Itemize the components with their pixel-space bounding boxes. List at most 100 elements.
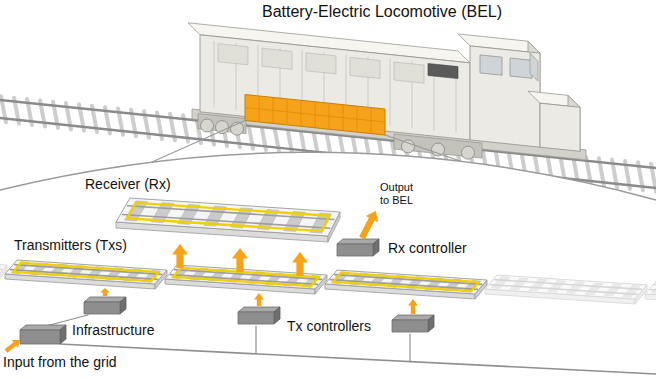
coil-loop xyxy=(333,273,479,291)
rail xyxy=(490,285,637,295)
feeder-line xyxy=(409,334,410,362)
front-window xyxy=(530,53,538,81)
tie xyxy=(491,277,509,289)
grid-cable xyxy=(60,344,656,374)
louver xyxy=(262,48,292,69)
box-front xyxy=(20,330,60,344)
receiver-panel xyxy=(245,95,385,136)
box-side xyxy=(60,325,66,344)
box-top xyxy=(392,315,434,320)
pad-top xyxy=(485,275,647,299)
transmitter-pad xyxy=(645,280,656,309)
tie xyxy=(604,284,622,296)
louver xyxy=(218,44,248,65)
lens-edge xyxy=(0,152,656,200)
tx-controller xyxy=(392,315,434,332)
power-arrow xyxy=(100,288,110,296)
box-side xyxy=(120,297,126,314)
tie xyxy=(0,266,1,278)
power-arrow xyxy=(232,248,248,272)
wheel xyxy=(462,146,475,159)
cab-window xyxy=(480,55,502,75)
power-arrow xyxy=(292,252,308,276)
power-arrow xyxy=(172,244,188,268)
box-side xyxy=(428,315,434,332)
tie xyxy=(651,282,656,294)
cab xyxy=(470,46,540,147)
pad-top xyxy=(116,198,340,236)
door-line xyxy=(214,41,215,107)
box-side xyxy=(373,239,379,256)
rx-controller xyxy=(337,239,379,256)
callout-label: Tx controllers xyxy=(287,318,371,334)
callout-label: Battery-Electric Locomotive (BEL) xyxy=(262,3,502,21)
rail xyxy=(0,260,2,270)
tx-controller xyxy=(84,297,126,314)
box-side xyxy=(274,307,280,324)
lens-ground xyxy=(0,152,656,379)
transmitter-pad xyxy=(325,270,487,299)
coil-loop xyxy=(13,263,159,281)
pad-top xyxy=(325,270,487,294)
rail xyxy=(495,280,642,290)
power-arrow xyxy=(359,211,378,239)
receiver xyxy=(116,198,379,276)
vent xyxy=(428,64,458,79)
callout-label: Output to BEL xyxy=(380,181,422,206)
tie xyxy=(623,286,641,298)
box-front xyxy=(84,302,120,314)
box-top xyxy=(238,307,280,312)
zoom-line xyxy=(385,135,460,161)
zoom-line xyxy=(152,120,245,162)
louver xyxy=(306,53,336,74)
power-arrow xyxy=(408,299,418,314)
wheel xyxy=(432,143,445,156)
box-top xyxy=(20,325,66,330)
coil-loop xyxy=(127,203,329,231)
tx-controller xyxy=(238,307,280,324)
box-front xyxy=(238,312,274,324)
rail xyxy=(123,214,330,228)
pad-top xyxy=(5,260,167,284)
tie xyxy=(510,278,528,290)
tie xyxy=(566,282,584,294)
zoom-lens xyxy=(0,120,656,379)
box-front xyxy=(337,244,373,256)
cab-window xyxy=(510,58,532,78)
power-arrow xyxy=(5,340,20,353)
callout-label: Input from the grid xyxy=(3,354,117,370)
louver xyxy=(350,57,380,78)
door-line xyxy=(390,60,391,126)
transmitter-row xyxy=(0,255,656,309)
callout-label: Rx controller xyxy=(388,240,467,256)
feeder-line xyxy=(255,326,256,354)
pad-top xyxy=(645,280,656,304)
panel-line xyxy=(246,108,384,122)
transmitter-pad xyxy=(485,275,647,304)
panel xyxy=(245,95,385,136)
box-top xyxy=(84,297,126,302)
tie xyxy=(585,283,603,295)
tie xyxy=(529,279,547,291)
transmitter-pad xyxy=(5,260,167,289)
wheel xyxy=(216,121,229,134)
infrastructure-box xyxy=(20,325,66,344)
nose xyxy=(540,103,580,151)
callout-label: Infrastructure xyxy=(72,322,154,338)
box-top xyxy=(337,239,379,244)
power-arrow xyxy=(254,293,264,306)
wheel xyxy=(201,119,214,132)
callout-label: Transmitters (Txs) xyxy=(14,237,127,253)
rail xyxy=(650,290,656,300)
locomotive xyxy=(188,23,586,160)
box-front xyxy=(392,320,428,332)
pad-side xyxy=(645,294,656,309)
long-hood xyxy=(200,35,470,140)
louver xyxy=(394,62,424,83)
callout-label: Receiver (Rx) xyxy=(85,176,171,192)
receiver-pad xyxy=(116,198,340,242)
transmitter-pad xyxy=(0,255,7,284)
tie xyxy=(548,281,566,293)
